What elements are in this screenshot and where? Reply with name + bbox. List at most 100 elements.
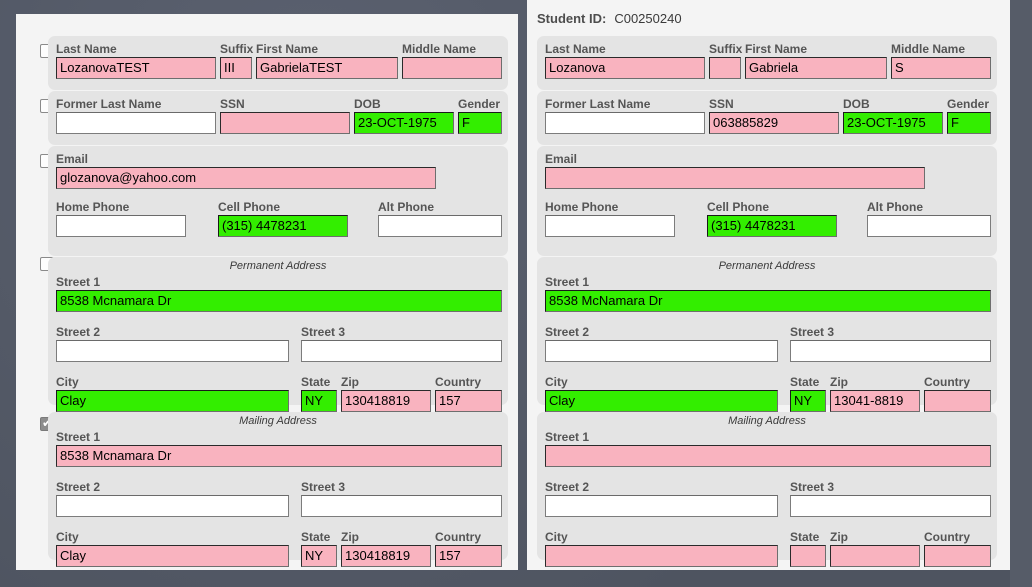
- group-contact-left: Email glozanova@yahoo.com Home Phone Cel…: [48, 146, 508, 256]
- label-zip: Zip: [341, 375, 359, 389]
- input-street2[interactable]: [56, 495, 289, 517]
- label-street1: Street 1: [545, 275, 590, 289]
- input-first-name[interactable]: GabrielaTEST: [256, 57, 398, 79]
- label-street2: Street 2: [56, 325, 101, 339]
- input-city[interactable]: Clay: [56, 390, 289, 412]
- label-middle-name: Middle Name: [891, 42, 966, 56]
- label-dob: DOB: [354, 97, 381, 111]
- label-street3: Street 3: [790, 480, 835, 494]
- label-last-name: Last Name: [56, 42, 117, 56]
- input-former-last-name[interactable]: [56, 112, 216, 134]
- input-state[interactable]: NY: [301, 390, 337, 412]
- input-country[interactable]: 157: [435, 390, 502, 412]
- input-street2[interactable]: [545, 495, 778, 517]
- input-state[interactable]: [790, 545, 826, 567]
- input-street3[interactable]: [790, 340, 991, 362]
- label-street2: Street 2: [545, 480, 590, 494]
- input-zip[interactable]: 13041-8819: [830, 390, 920, 412]
- label-first-name: First Name: [256, 42, 319, 56]
- group-contact-right: Email Home Phone Cell Phone (315) 447823…: [537, 146, 997, 256]
- group-mailing-address-left: Mailing Address Street 1 8538 Mcnamara D…: [48, 412, 508, 567]
- label-dob: DOB: [843, 97, 870, 111]
- input-ssn[interactable]: 063885829: [709, 112, 839, 134]
- input-state[interactable]: NY: [301, 545, 337, 567]
- input-home-phone[interactable]: [545, 215, 675, 237]
- label-street1: Street 1: [56, 430, 101, 444]
- input-country[interactable]: [924, 390, 991, 412]
- label-ssn: SSN: [220, 97, 245, 111]
- student-id-label: Student ID:: [537, 11, 607, 26]
- input-gender[interactable]: F: [458, 112, 502, 134]
- input-street3[interactable]: [790, 495, 991, 517]
- input-cell-phone[interactable]: (315) 4478231: [218, 215, 348, 237]
- label-city: City: [545, 375, 568, 389]
- group-name-right: Last Name Lozanova Suffix First Name Gab…: [537, 36, 997, 90]
- input-middle-name[interactable]: S: [891, 57, 991, 79]
- group-permanent-address-right: Permanent Address Street 1 8538 McNamara…: [537, 257, 997, 412]
- input-street3[interactable]: [301, 340, 502, 362]
- input-city[interactable]: Clay: [545, 390, 778, 412]
- input-first-name[interactable]: Gabriela: [745, 57, 887, 79]
- input-middle-name[interactable]: [402, 57, 502, 79]
- input-street1[interactable]: [545, 445, 991, 467]
- label-state: State: [790, 530, 820, 544]
- label-street2: Street 2: [545, 325, 590, 339]
- input-dob[interactable]: 23-OCT-1975: [843, 112, 943, 134]
- right-record-panel: Student ID:C00250240 Last Name Lozanova …: [527, 0, 1010, 570]
- label-city: City: [56, 375, 79, 389]
- label-email: Email: [56, 152, 89, 166]
- input-suffix[interactable]: [709, 57, 741, 79]
- input-last-name[interactable]: LozanovaTEST: [56, 57, 216, 79]
- input-city[interactable]: [545, 545, 778, 567]
- input-gender[interactable]: F: [947, 112, 991, 134]
- input-zip[interactable]: [830, 545, 920, 567]
- permanent-address-title: Permanent Address: [718, 260, 816, 272]
- label-former-last-name: Former Last Name: [56, 97, 162, 111]
- group-identity-left: Former Last Name SSN DOB 23-OCT-1975 Gen…: [48, 91, 508, 145]
- permanent-address-title: Permanent Address: [229, 260, 327, 272]
- input-zip[interactable]: 130418819: [341, 390, 431, 412]
- input-zip[interactable]: 130418819: [341, 545, 431, 567]
- input-ssn[interactable]: [220, 112, 350, 134]
- label-country: Country: [435, 530, 481, 544]
- label-last-name: Last Name: [545, 42, 606, 56]
- label-city: City: [56, 530, 79, 544]
- label-country: Country: [924, 530, 970, 544]
- input-alt-phone[interactable]: [378, 215, 502, 237]
- input-alt-phone[interactable]: [867, 215, 991, 237]
- input-dob[interactable]: 23-OCT-1975: [354, 112, 454, 134]
- input-cell-phone[interactable]: (315) 4478231: [707, 215, 837, 237]
- label-street3: Street 3: [301, 325, 346, 339]
- label-ssn: SSN: [709, 97, 734, 111]
- input-last-name[interactable]: Lozanova: [545, 57, 705, 79]
- group-mailing-address-right: Mailing Address Street 1 Street 2 Street…: [537, 412, 997, 567]
- input-street3[interactable]: [301, 495, 502, 517]
- label-city: City: [545, 530, 568, 544]
- mailing-address-title: Mailing Address: [728, 415, 806, 427]
- input-former-last-name[interactable]: [545, 112, 705, 134]
- label-home-phone: Home Phone: [545, 200, 619, 214]
- input-email[interactable]: glozanova@yahoo.com: [56, 167, 436, 189]
- label-state: State: [790, 375, 820, 389]
- input-country[interactable]: [924, 545, 991, 567]
- input-suffix[interactable]: III: [220, 57, 252, 79]
- label-email: Email: [545, 152, 578, 166]
- input-street1[interactable]: 8538 McNamara Dr: [545, 290, 991, 312]
- input-street1[interactable]: 8538 Mcnamara Dr: [56, 290, 502, 312]
- input-state[interactable]: NY: [790, 390, 826, 412]
- label-first-name: First Name: [745, 42, 808, 56]
- label-country: Country: [435, 375, 481, 389]
- input-email[interactable]: [545, 167, 925, 189]
- input-city[interactable]: Clay: [56, 545, 289, 567]
- label-state: State: [301, 375, 331, 389]
- label-suffix: Suffix: [709, 42, 743, 56]
- input-street2[interactable]: [545, 340, 778, 362]
- input-street1[interactable]: 8538 Mcnamara Dr: [56, 445, 502, 467]
- input-street2[interactable]: [56, 340, 289, 362]
- input-country[interactable]: 157: [435, 545, 502, 567]
- label-gender: Gender: [947, 97, 990, 111]
- label-street3: Street 3: [790, 325, 835, 339]
- group-name-left: Last Name LozanovaTEST Suffix III First …: [48, 36, 508, 90]
- input-home-phone[interactable]: [56, 215, 186, 237]
